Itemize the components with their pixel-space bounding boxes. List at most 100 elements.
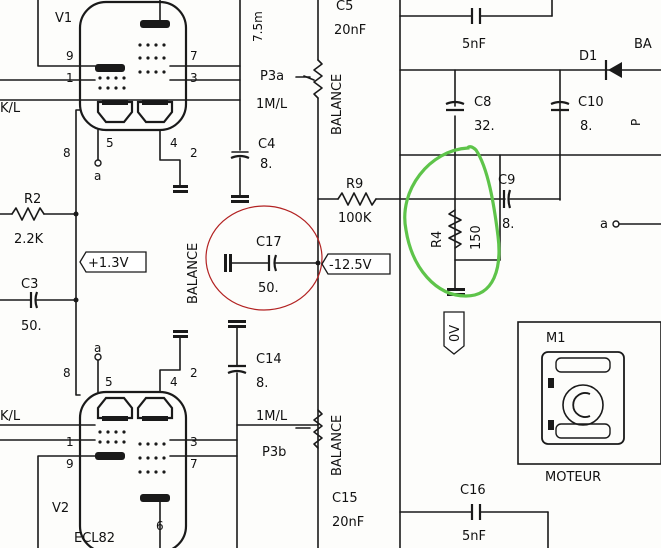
- right-terminal-label: a: [600, 217, 608, 232]
- kl-top-label: K/L: [0, 101, 21, 116]
- pin-label: 3: [190, 71, 198, 85]
- cap-c14: [227, 320, 247, 548]
- tube-v1-anode-bar: [140, 20, 170, 28]
- pot-p3b: [295, 409, 323, 449]
- c8-value: 32.: [474, 119, 495, 134]
- motor-m1: [517, 321, 661, 465]
- tube-v2-anode-bar: [140, 494, 170, 502]
- pin-label: 5: [106, 136, 114, 150]
- pin-label: 8: [63, 366, 71, 380]
- tube-v2-label: V2: [52, 501, 69, 516]
- pin-label: 7: [190, 457, 198, 471]
- tube-v2-heater-bar: [95, 452, 125, 460]
- red-circle-annotation: [205, 205, 323, 311]
- r9-value: 100K: [338, 211, 372, 226]
- diode-d1: [604, 60, 661, 80]
- pin-label: 1: [66, 71, 74, 85]
- c9-name: C9: [498, 173, 515, 188]
- tube-v1-cathode-left: [96, 100, 134, 124]
- tube-v2-grid-dots: [98, 430, 166, 474]
- cap-c10: [550, 100, 570, 112]
- r2-value: 2.2K: [14, 232, 44, 247]
- cap-c8: [445, 100, 465, 112]
- c8-name: C8: [474, 95, 491, 110]
- pot-p3a: [295, 0, 323, 548]
- pin-label: 7: [190, 49, 198, 63]
- pin-label: 9: [66, 49, 74, 63]
- c3-name: C3: [21, 277, 38, 292]
- kl-bottom-label: K/L: [0, 409, 21, 424]
- c14-name: C14: [256, 352, 282, 367]
- cap-c4: [230, 151, 250, 203]
- c14-value: 8.: [256, 376, 268, 391]
- c16-name: C16: [460, 483, 486, 498]
- cap-c3: [0, 291, 79, 309]
- wires-v2: [0, 330, 319, 548]
- c5-value: 20nF: [334, 23, 366, 38]
- motor-name: M1: [546, 331, 566, 346]
- r4-value: 150: [469, 225, 484, 250]
- c17-name: C17: [256, 235, 282, 250]
- tube-v2-cathode-right: [136, 396, 174, 420]
- c10-value: 8.: [580, 119, 592, 134]
- tube-v1-cathode-right: [136, 100, 174, 124]
- resistor-r4: [447, 209, 465, 296]
- voltage-tag-plus: [79, 251, 147, 273]
- c15-value: 20nF: [332, 515, 364, 530]
- voltage-plus-label: +1.3V: [88, 256, 129, 271]
- pin-label: 9: [66, 457, 74, 471]
- voltage-zero-label: 0V: [448, 325, 463, 342]
- pin-label: 2: [190, 146, 198, 160]
- pin-label: 5: [105, 375, 113, 389]
- tube-v2-envelope: [78, 390, 188, 548]
- right-terminal: [612, 220, 661, 228]
- pin-label: 8: [63, 146, 71, 160]
- voltage-tag-minus: [321, 253, 391, 275]
- c16-value: 5nF: [462, 529, 486, 544]
- d1-partial-label: BA: [634, 37, 652, 52]
- right-edge-partial: P: [629, 119, 643, 126]
- tube-v2-cathode-left: [96, 396, 134, 420]
- pin-label: a: [94, 341, 101, 355]
- cap-c17: [224, 254, 321, 272]
- c17-value: 50.: [258, 281, 279, 296]
- c3-value: 50.: [21, 319, 42, 334]
- pin-label: 1: [66, 435, 74, 449]
- pin-label: 4: [170, 375, 178, 389]
- motor-label: MOTEUR: [545, 470, 601, 485]
- cap-c9: [502, 189, 561, 209]
- pin-label: a: [94, 169, 101, 183]
- pin-label: 3: [190, 435, 198, 449]
- green-circle-annotation: [403, 145, 501, 298]
- pin-label: 6: [156, 519, 164, 533]
- tube-v1-grid-dots: [98, 43, 166, 90]
- c5-name: C5: [336, 0, 353, 14]
- tube-v1-heater-bar: [95, 64, 125, 72]
- top-cap-value: 5nF: [462, 37, 486, 52]
- resistor-r9: [317, 192, 506, 206]
- d1-name: D1: [579, 49, 597, 64]
- p3b-value: 1M/L: [256, 409, 288, 424]
- p3a-value: 1M/L: [256, 97, 288, 112]
- voltage-tag-zero: [443, 311, 465, 355]
- c15-name: C15: [332, 491, 358, 506]
- c10-name: C10: [578, 95, 604, 110]
- pin-label: 4: [170, 136, 178, 150]
- resistor-r2: [0, 207, 79, 221]
- r2-name: R2: [24, 192, 41, 207]
- voltage-minus-label: -12.5V: [329, 258, 372, 273]
- c9-value: 8.: [502, 217, 514, 232]
- tube-type-label: ECL82: [74, 531, 115, 546]
- r9-name: R9: [346, 177, 363, 192]
- tube-v2: [78, 390, 188, 548]
- top-partial-label: 7.5m: [251, 11, 265, 42]
- p3a-label: P3a: [260, 69, 284, 84]
- pin-label: 2: [190, 366, 198, 380]
- balance-mid-label: BALANCE: [186, 243, 201, 304]
- c4-value: 8.: [260, 157, 272, 172]
- p3b-label: P3b: [262, 445, 286, 460]
- wires-v1: [0, 0, 241, 396]
- c4-name: C4: [258, 137, 275, 152]
